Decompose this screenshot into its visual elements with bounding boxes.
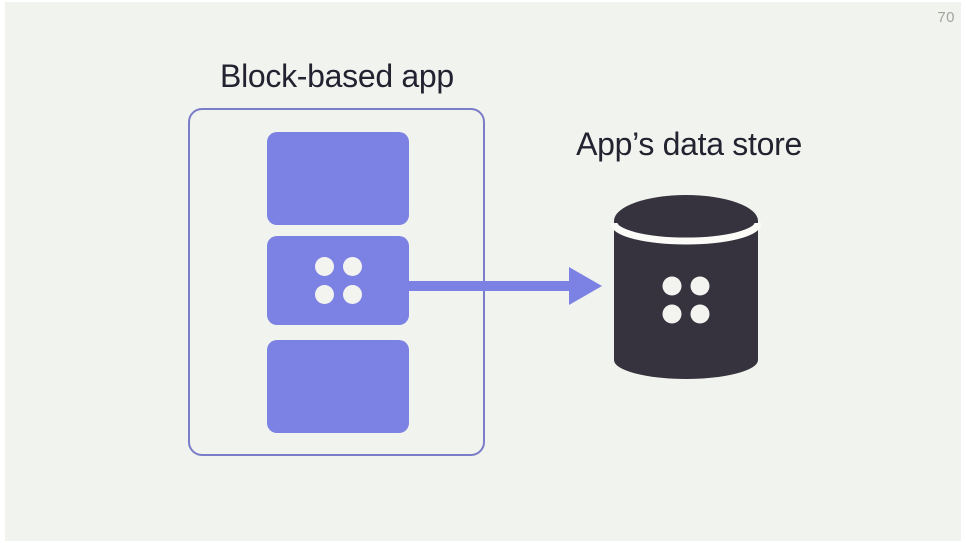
data-store-title: App’s data store	[576, 126, 802, 162]
database-icon	[610, 195, 762, 379]
slide: 70 Block-based app App’s data store	[5, 2, 961, 541]
app-block	[267, 132, 409, 225]
dot	[314, 257, 334, 276]
block-app-outline	[188, 108, 485, 456]
dot	[342, 285, 362, 304]
page-number: 70	[937, 9, 955, 26]
four-dots-icon	[662, 276, 710, 324]
four-dots-icon	[314, 257, 362, 304]
arrow-right-icon	[408, 267, 602, 305]
app-block-with-dots	[267, 236, 409, 325]
dot	[314, 285, 334, 304]
dot	[342, 257, 362, 276]
app-block	[267, 340, 409, 433]
block-app-title: Block-based app	[220, 58, 454, 94]
